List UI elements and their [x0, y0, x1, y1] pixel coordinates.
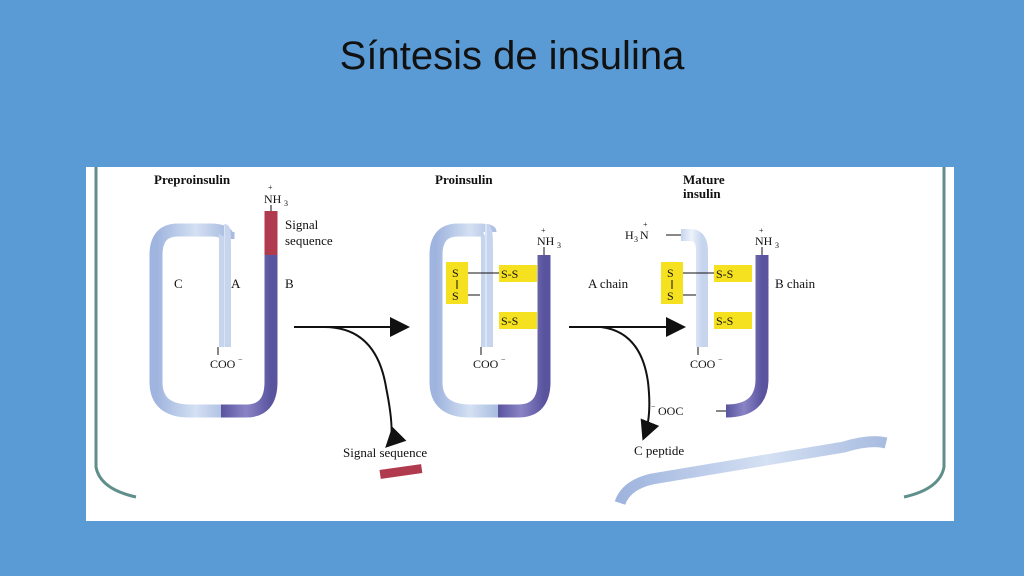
svg-text:S-S: S-S [716, 267, 733, 281]
svg-text:−: − [718, 355, 723, 364]
svg-text:NH: NH [537, 234, 555, 248]
stage-title-mature-1: Mature [683, 172, 725, 187]
svg-text:−: − [651, 402, 656, 411]
svg-text:S-S: S-S [501, 314, 518, 328]
mature-b-chain [725, 255, 769, 418]
svg-text:3: 3 [284, 199, 288, 208]
svg-text:S: S [452, 266, 459, 280]
proinsulin-a-segment [480, 224, 493, 347]
svg-text:S-S: S-S [716, 314, 733, 328]
svg-text:+: + [268, 183, 273, 192]
mature-a-chain [681, 229, 708, 347]
label-nh3-mature: + NH 3 [755, 226, 779, 250]
label-signal-line2: sequence [285, 233, 333, 248]
cleavage-arrow-2 [569, 317, 686, 441]
svg-text:3: 3 [557, 241, 561, 250]
label-coo-preproinsulin: COO − [210, 355, 243, 371]
svg-text:+: + [643, 220, 648, 229]
svg-text:+: + [541, 226, 546, 235]
svg-text:COO: COO [690, 357, 716, 371]
label-h3n-mature: H 3 N + [625, 220, 649, 244]
svg-text:S-S: S-S [501, 267, 518, 281]
label-chain-c: C [174, 276, 183, 291]
svg-text:N: N [640, 228, 649, 242]
label-c-peptide: C peptide [634, 443, 684, 458]
cleavage-arrow-1 [294, 317, 410, 448]
stage-title-proinsulin: Proinsulin [435, 172, 493, 187]
proinsulin-b-segment [498, 255, 551, 418]
stage-title-mature-2: insulin [683, 186, 721, 201]
svg-text:S: S [667, 289, 674, 303]
proinsulin-disulfide-bonds: S S S-S S-S [446, 262, 537, 329]
svg-text:−: − [501, 355, 506, 364]
svg-text:COO: COO [473, 357, 499, 371]
stage-title-preproinsulin: Preproinsulin [154, 172, 231, 187]
label-coo-mature: COO − [690, 355, 723, 371]
svg-text:S: S [667, 266, 674, 280]
svg-text:NH: NH [264, 192, 282, 206]
svg-text:+: + [759, 226, 764, 235]
svg-text:COO: COO [210, 357, 236, 371]
svg-text:S: S [452, 289, 459, 303]
frame-decoration [94, 167, 946, 499]
svg-text:3: 3 [775, 241, 779, 250]
preproinsulin-b-segment [221, 255, 278, 418]
mature-insulin-structure [666, 229, 769, 418]
svg-text:3: 3 [634, 235, 638, 244]
svg-text:NH: NH [755, 234, 773, 248]
slide-title: Síntesis de insulina [339, 34, 685, 78]
cleaved-c-peptide [614, 436, 888, 506]
cleaved-signal-sequence [379, 464, 423, 479]
svg-text:−: − [238, 355, 243, 364]
mature-disulfide-bonds: S S S-S S-S [661, 262, 752, 329]
label-a-chain: A chain [588, 276, 629, 291]
preproinsulin-c-segment [149, 223, 235, 418]
label-ooc-mature: − OOC [651, 402, 683, 418]
preproinsulin-a-segment [218, 224, 231, 347]
label-coo-proinsulin: COO − [473, 355, 506, 371]
svg-text:H: H [625, 228, 634, 242]
label-signal-line1: Signal [285, 217, 319, 232]
label-b-chain: B chain [775, 276, 816, 291]
proinsulin-structure [429, 223, 551, 418]
insulin-synthesis-diagram: Preproinsulin Proinsulin Mature insulin … [86, 167, 954, 521]
label-nh3-preproinsulin: + NH 3 [264, 183, 288, 211]
label-chain-a: A [231, 276, 241, 291]
label-nh3-proinsulin: + NH 3 [537, 226, 561, 250]
label-signal-sequence: Signal sequence [343, 445, 427, 460]
svg-text:OOC: OOC [658, 404, 683, 418]
label-chain-b: B [285, 276, 294, 291]
preproinsulin-signal-segment [264, 211, 278, 255]
preproinsulin-structure [149, 211, 278, 418]
